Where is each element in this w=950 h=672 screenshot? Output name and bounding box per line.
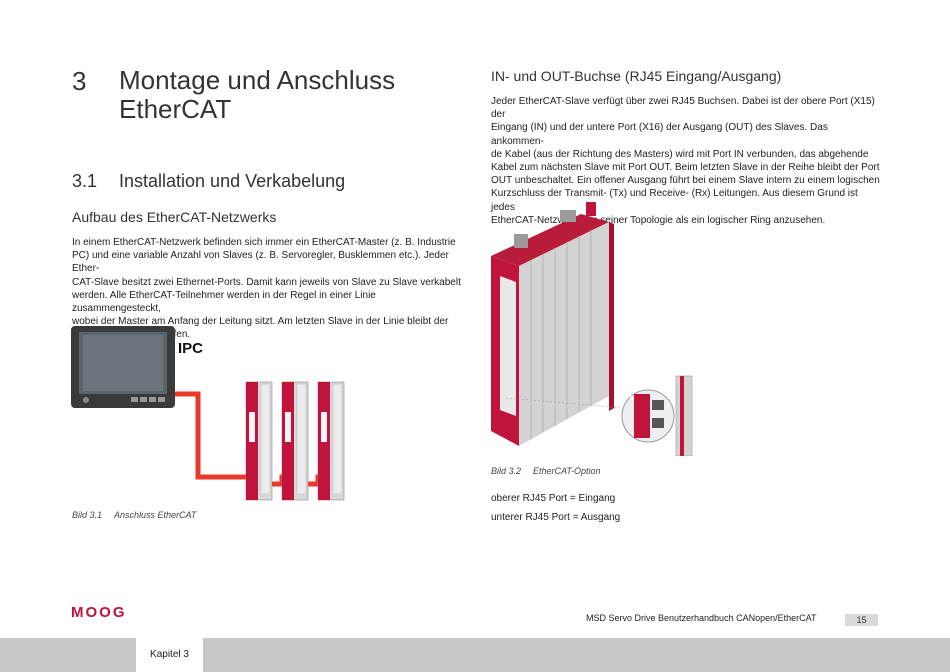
text-line: Jeder EtherCAT-Slave verfügt über zwei R… (491, 96, 875, 121)
caption-text: Anschluss EtherCAT (114, 510, 197, 520)
chapter-title: Montage und Anschluss EtherCAT (119, 65, 396, 124)
chapter-number: 3 (72, 66, 87, 96)
ipc-monitor-icon (71, 326, 175, 408)
text-line: Kurzschluss der Transmit- (Tx) und Recei… (491, 188, 858, 213)
ethercat-option-figure (491, 202, 693, 456)
servo-drive-3d-icon (491, 202, 614, 446)
servo-drive-icon (281, 381, 309, 501)
text-line: Eingang (IN) und der untere Port (X16) d… (491, 122, 828, 147)
text-line: Kabel zum nächsten Slave mit Port OUT. B… (491, 162, 880, 174)
text-line: EtherCAT-Netzwerk von seiner Topologie a… (491, 214, 826, 226)
ethercat-network-figure (71, 326, 345, 501)
right-paragraph: Jeder EtherCAT-Slave verfügt über zwei R… (491, 95, 881, 227)
servo-drive-icon (245, 381, 273, 501)
figure-caption-2: Bild 3.2 EtherCAT-Option (491, 466, 601, 476)
caption-text: EtherCAT-Option (533, 466, 601, 476)
chapter-tab[interactable]: Kapitel 3 (136, 638, 203, 672)
ipc-label: IPC (178, 340, 204, 357)
text-line: werden. Alle EtherCAT-Teilnehmer werden … (72, 289, 376, 315)
rj45-zoom-icon (621, 389, 675, 443)
text-line: OUT unbeschaltet. Ein offener Ausgang fü… (491, 175, 880, 187)
subsection-title: Aufbau des EtherCAT-Netzwerks (72, 209, 277, 225)
section-title: Installation und Verkabelung (119, 171, 346, 191)
servo-drive-icon (317, 381, 345, 501)
right-heading: IN- und OUT-Buchse (RJ45 Eingang/Ausgang… (491, 68, 782, 84)
document-title: MSD Servo Drive Benutzerhandbuch CANopen… (586, 613, 817, 623)
text-line: wobei der Master am Anfang der Leitung s… (72, 316, 449, 328)
port-lower-text: unterer RJ45 Port = Ausgang (491, 512, 621, 523)
text-line: de Kabel (aus der Richtung des Masters) … (491, 148, 869, 160)
caption-number: Bild 3.1 (72, 510, 103, 520)
text-line: In einem EtherCAT-Netzwerk befinden sich… (72, 237, 456, 248)
text-line: CAT-Slave besitzt zwei Ethernet-Ports. D… (72, 276, 461, 288)
moog-logo: MOOG (71, 604, 127, 621)
section-number: 3.1 (72, 171, 98, 191)
figure-caption-1: Bild 3.1 Anschluss EtherCAT (72, 510, 196, 520)
text-line: PC) und eine variable Anzahl von Slaves … (72, 250, 449, 275)
caption-number: Bild 3.2 (491, 466, 522, 476)
page-number: 15 (845, 614, 878, 626)
port-upper-text: oberer RJ45 Port = Eingang (491, 493, 616, 504)
